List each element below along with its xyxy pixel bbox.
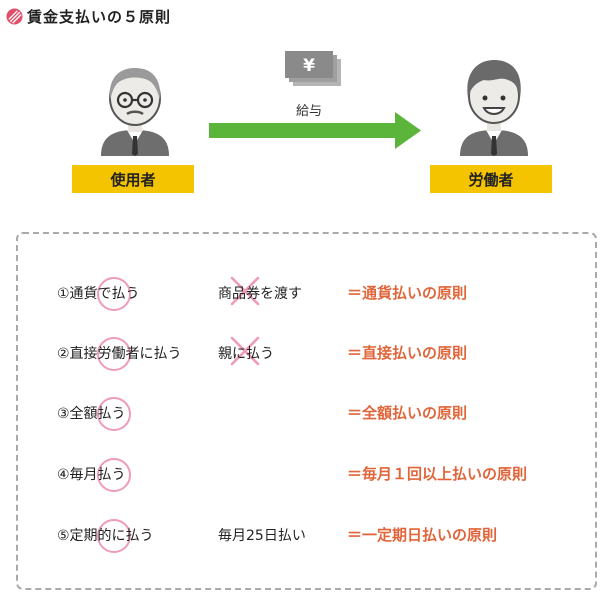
pattern-circle-icon	[6, 7, 23, 25]
page-header: 賃金支払いの５原則	[6, 4, 171, 28]
cross-mark-icon	[230, 276, 260, 306]
principle-row: ①通貨で払う 商品券を渡す ＝通貨払いの原則	[0, 276, 615, 311]
payment-method: ②直接労働者に払う	[57, 346, 182, 362]
circle-mark-icon	[97, 337, 131, 371]
circle-mark-icon	[97, 519, 131, 553]
circle-mark-icon	[97, 277, 131, 311]
principle-name: ＝毎月１回以上払いの原則	[347, 465, 528, 483]
right-arrow-icon	[209, 112, 421, 149]
principle-name: ＝一定期日払いの原則	[347, 526, 498, 544]
payment-example: 毎月25日払い	[218, 528, 306, 544]
principle-row: ②直接労働者に払う 親に払う ＝直接払いの原則	[0, 336, 615, 371]
payment-arrow	[209, 112, 421, 154]
worker-label: 労働者	[430, 165, 552, 193]
employer-figure	[95, 58, 175, 156]
principle-name: ＝通貨払いの原則	[347, 284, 468, 302]
payment-example: 商品券を渡す	[218, 286, 302, 302]
principle-row: ④毎月払う ＝毎月１回以上払いの原則	[0, 457, 615, 492]
principles-box	[16, 232, 597, 590]
principle-row: ⑤定期的に払う 毎月25日払い ＝一定期日払いの原則	[0, 518, 615, 553]
payment-method: ①通貨で払う	[57, 286, 140, 302]
yen-bill-icon: ¥	[285, 51, 341, 86]
payment-method: ⑤定期的に払う	[57, 528, 154, 544]
employer-person-icon	[101, 68, 169, 156]
circle-mark-icon	[97, 458, 131, 492]
employer-label: 使用者	[72, 165, 194, 193]
principle-name: ＝全額払いの原則	[347, 404, 468, 422]
worker-person-icon	[460, 60, 528, 156]
payment-example: 親に払う	[218, 346, 274, 362]
wage-label: 給与	[296, 104, 323, 119]
yen-symbol: ¥	[303, 56, 315, 76]
circle-mark-icon	[97, 397, 131, 431]
principle-name: ＝直接払いの原則	[347, 344, 468, 362]
payment-method: ④毎月払う	[57, 467, 126, 483]
page-title: 賃金支払いの５原則	[27, 7, 172, 26]
money-bills: ¥	[285, 51, 345, 95]
cross-mark-icon	[230, 336, 260, 366]
principle-row: ③全額払う ＝全額払いの原則	[0, 396, 615, 431]
payment-method: ③全額払う	[57, 406, 126, 422]
worker-figure	[454, 52, 534, 156]
